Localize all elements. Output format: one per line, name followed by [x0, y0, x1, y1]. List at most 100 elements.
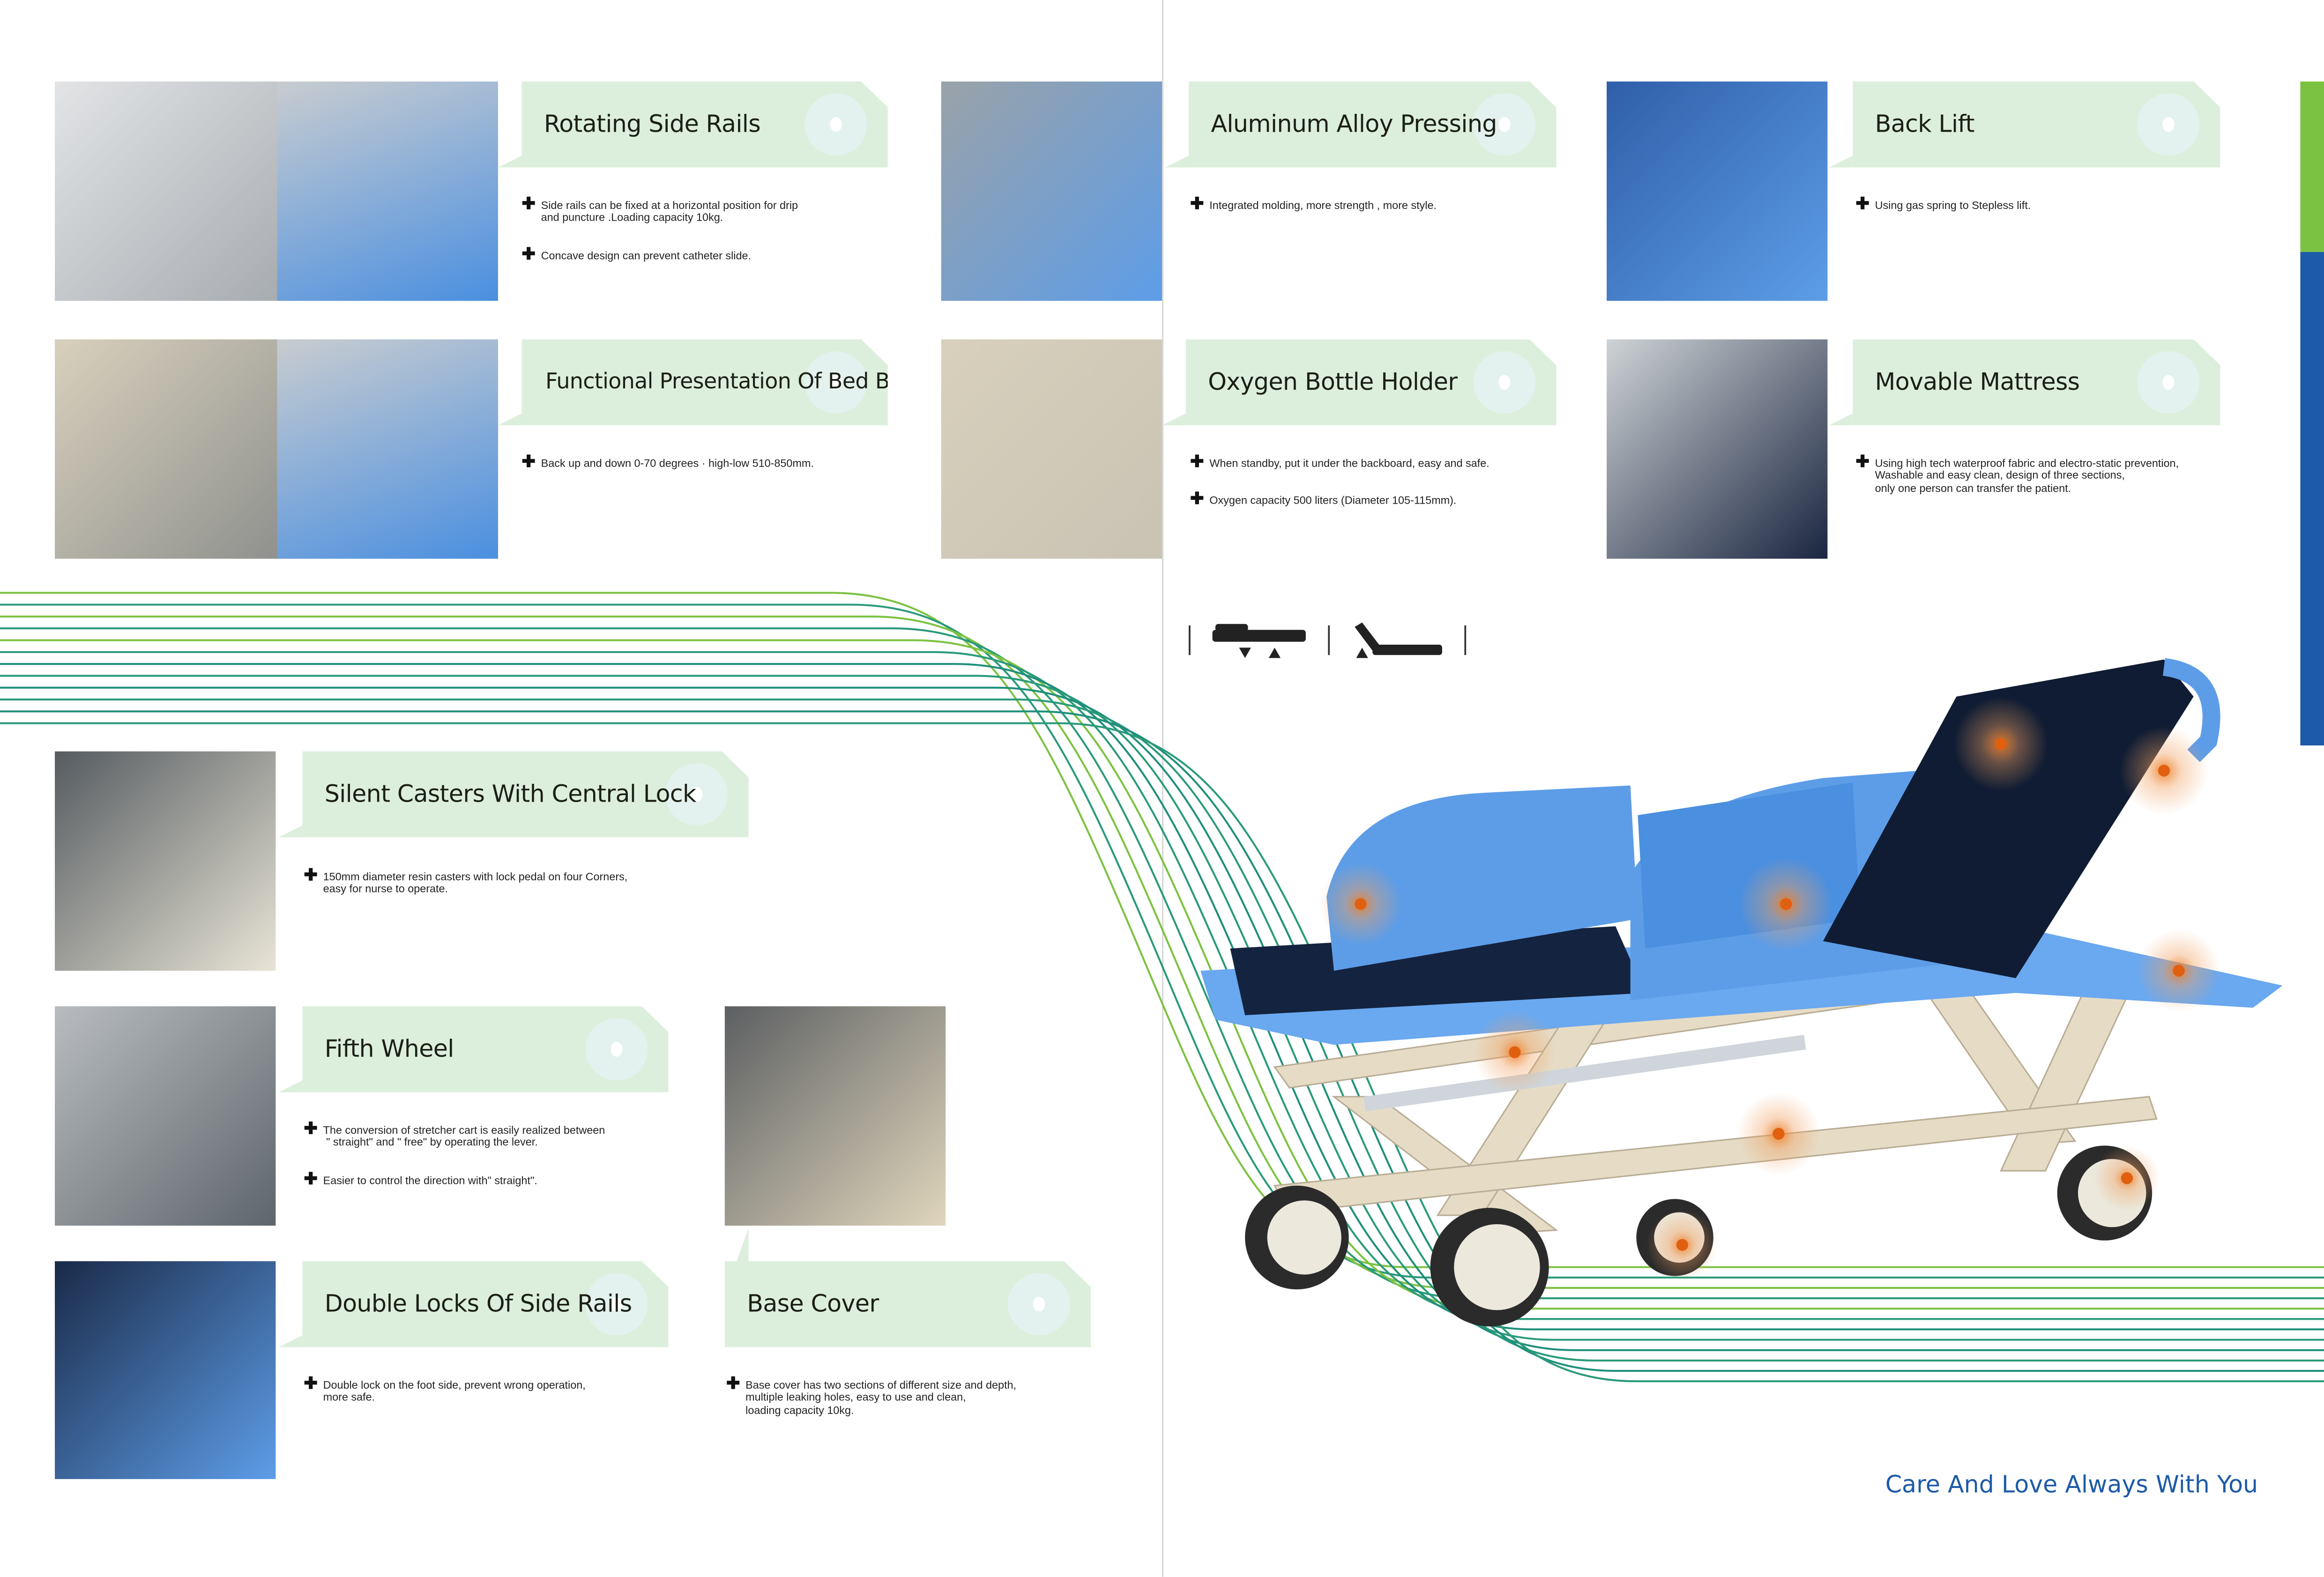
photo-detail [276, 81, 498, 301]
feature-title: Oxygen Bottle Holder [1208, 367, 1458, 396]
feature-bullet: ✚ Integrated molding, more strength , mor… [1190, 196, 1437, 213]
label-pointer [278, 1335, 303, 1347]
feature-bullet: ✚ Double lock on the foot side, prevent w… [304, 1376, 586, 1405]
edge-tab-blue [2300, 252, 2324, 746]
feature-title: Fifth Wheel [324, 1034, 454, 1063]
circle-ornament-icon [586, 1273, 648, 1335]
feature-title: Double Locks Of Side Rails [324, 1289, 632, 1318]
plus-bullet-icon: ✚ [1855, 195, 1870, 214]
plus-bullet-icon: ✚ [1190, 453, 1204, 471]
circle-ornament-icon [805, 351, 867, 414]
bullet-text: Base cover has two sections of different… [745, 1378, 1017, 1417]
photo-rotating-side-rails [55, 81, 498, 301]
label-pointer [498, 413, 522, 425]
feature-label-functional-presentation-of-bed-body: Functional Presentation Of Bed Body [521, 339, 887, 425]
bullet-text: 150mm diameter resin casters with lock p… [323, 870, 628, 896]
bed-position-icons [1188, 622, 1467, 658]
feature-label-silent-casters-with-central-lock: Silent Casters With Central Lock [302, 751, 748, 837]
feature-highlight-markers [1319, 696, 2220, 1281]
plus-bullet-icon: ✚ [521, 453, 536, 471]
photo-detail [276, 339, 498, 559]
feature-title: Back Lift [1875, 110, 1974, 138]
feature-label-back-lift: Back Lift [1853, 82, 2220, 167]
label-pointer [1165, 156, 1189, 168]
curve-line [0, 722, 2324, 1383]
bullet-text: Back up and down 0-70 degrees · high-low… [541, 456, 814, 470]
photo-functional-presentation-of-bed-body [55, 339, 498, 559]
circle-ornament-icon [1473, 351, 1535, 414]
feature-bullet: ✚ Using high tech waterproof fabric and e… [1855, 454, 2179, 495]
feature-bullet: ✚ Using gas spring to Stepless lift. [1855, 196, 2031, 213]
bullet-text: Double lock on the foot side, prevent wr… [323, 1378, 586, 1404]
plus-bullet-icon: ✚ [1190, 491, 1204, 509]
bullet-text: When standby, put it under the backboard… [1209, 456, 1490, 470]
circle-ornament-icon [1473, 93, 1535, 156]
feature-title: Aluminum Alloy Pressing [1211, 110, 1497, 138]
label-pointer [1829, 413, 1853, 425]
plus-bullet-icon: ✚ [521, 195, 536, 214]
label-pointer [278, 825, 303, 838]
bed-flat-icon [1212, 624, 1306, 658]
label-pointer [1829, 156, 1853, 168]
circle-ornament-icon [1008, 1273, 1070, 1335]
plus-bullet-icon: ✚ [726, 1375, 740, 1393]
bullet-text: Side rails can be fixed at a horizontal … [541, 198, 798, 224]
edge-tab-green [2300, 81, 2324, 252]
plus-bullet-icon: ✚ [304, 1171, 318, 1189]
bullet-text: Integrated molding, more strength , more… [1209, 198, 1437, 212]
photo-movable-mattress [1607, 339, 1828, 559]
label-pointer [278, 1080, 303, 1093]
label-pointer [1162, 413, 1186, 425]
feature-bullet: ✚ 150mm diameter resin casters with lock … [304, 867, 628, 896]
tagline: Care And Love Always With You [1885, 1470, 2258, 1499]
bullet-text: Concave design can prevent catheter slid… [541, 249, 752, 262]
feature-label-aluminum-alloy-pressing: Aluminum Alloy Pressing [1189, 82, 1556, 167]
label-pointer [498, 156, 522, 168]
plus-bullet-icon: ✚ [304, 1120, 318, 1138]
photo-fifth-wheel [55, 1006, 276, 1226]
feature-title: Base Cover [747, 1289, 879, 1318]
feature-label-base-cover: Base Cover [725, 1261, 1091, 1347]
plus-bullet-icon: ✚ [304, 1375, 318, 1393]
photo-base-cover [724, 1006, 946, 1226]
plus-bullet-icon: ✚ [304, 867, 318, 885]
feature-title: Functional Presentation Of Bed Body [545, 370, 929, 394]
photo-back-lift [1607, 81, 1828, 301]
photo-double-locks-of-side-rails [55, 1261, 276, 1479]
photo-silent-casters-with-central-lock [55, 751, 276, 971]
circle-ornament-icon [665, 763, 728, 826]
feature-bullet: ✚ Oxygen capacity 500 liters (Diameter 10… [1190, 491, 1457, 508]
plus-bullet-icon: ✚ [1190, 195, 1204, 214]
feature-bullet: ✚ The conversion of stretcher cart is eas… [304, 1121, 605, 1150]
feature-label-fifth-wheel: Fifth Wheel [302, 1006, 668, 1092]
feature-bullet: ✚ Side rails can be fixed at a horizontal… [521, 196, 798, 225]
label-pointer [737, 1228, 749, 1261]
feature-bullet: ✚ Concave design can prevent catheter sli… [521, 246, 752, 264]
stretcher-product-image [1200, 658, 2283, 1327]
feature-title: Rotating Side Rails [544, 110, 760, 138]
circle-ornament-icon [2137, 351, 2199, 414]
feature-bullet: ✚ Easier to control the direction with" s… [304, 1171, 537, 1189]
feature-bullet: ✚ Base cover has two sections of differen… [726, 1376, 1017, 1417]
bullet-text: Using high tech waterproof fabric and el… [1875, 456, 2179, 495]
feature-label-movable-mattress: Movable Mattress [1853, 339, 2220, 425]
circle-ornament-icon [2137, 93, 2199, 156]
bullet-text: Easier to control the direction with" st… [323, 1174, 537, 1187]
page-fold [1162, 0, 1164, 1577]
bed-back-raised-icon [1355, 622, 1442, 658]
bullet-text: Using gas spring to Stepless lift. [1875, 198, 2031, 212]
feature-bullet: ✚ Back up and down 0-70 degrees · high-lo… [521, 454, 814, 471]
feature-title: Silent Casters With Central Lock [324, 779, 696, 808]
photo-oxygen-bottle-holder [941, 339, 1162, 559]
feature-label-oxygen-bottle-holder: Oxygen Bottle Holder [1186, 339, 1557, 425]
plus-bullet-icon: ✚ [521, 246, 536, 264]
photo-aluminum-alloy-pressing [941, 81, 1162, 301]
feature-bullet: ✚ When standby, put it under the backboar… [1190, 454, 1490, 471]
bullet-text: Oxygen capacity 500 liters (Diameter 105… [1209, 493, 1457, 507]
feature-title: Movable Mattress [1875, 367, 2080, 396]
bullet-text: The conversion of stretcher cart is easi… [323, 1123, 605, 1149]
plus-bullet-icon: ✚ [1855, 453, 1870, 471]
feature-label-double-locks-of-side-rails: Double Locks Of Side Rails [302, 1261, 668, 1347]
circle-ornament-icon [586, 1018, 648, 1080]
